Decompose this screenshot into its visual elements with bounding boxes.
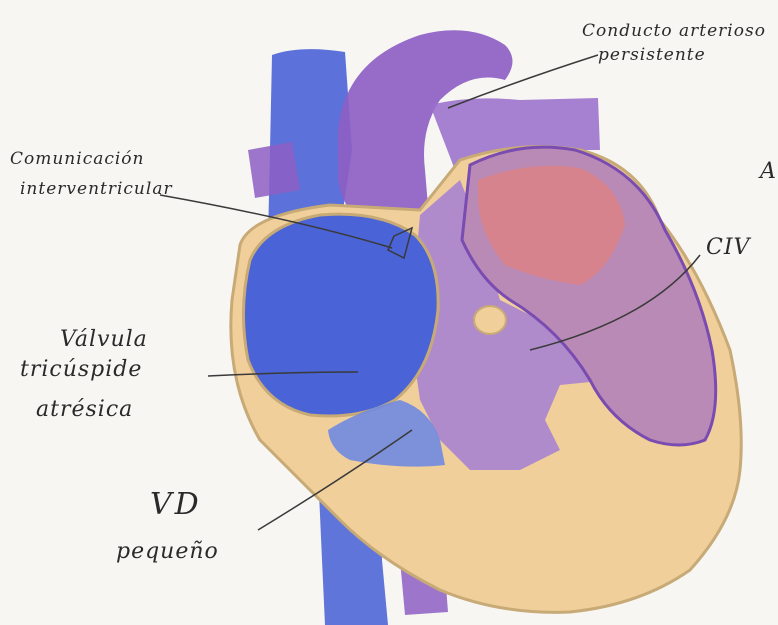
label-rv-line1: VD	[150, 488, 202, 521]
label-pda-line1: Conducto arterioso	[582, 22, 766, 41]
septal-defect	[474, 306, 506, 334]
right-atrium	[243, 214, 438, 416]
label-ivc-line2: interventricular	[20, 180, 173, 199]
label-pda-line2: persistente	[598, 46, 706, 65]
label-tricuspid-line1: Válvula	[60, 328, 148, 352]
label-ivc-line1: Comunicación	[10, 150, 145, 169]
label-edge-mark: A	[760, 160, 777, 184]
label-rv-line2: pequeño	[116, 540, 219, 564]
label-tricuspid-line3: atrésica	[36, 398, 133, 422]
left-pulmonary-artery	[248, 142, 300, 198]
label-civ: CIV	[706, 236, 750, 260]
label-tricuspid-line2: tricúspide	[20, 358, 142, 382]
